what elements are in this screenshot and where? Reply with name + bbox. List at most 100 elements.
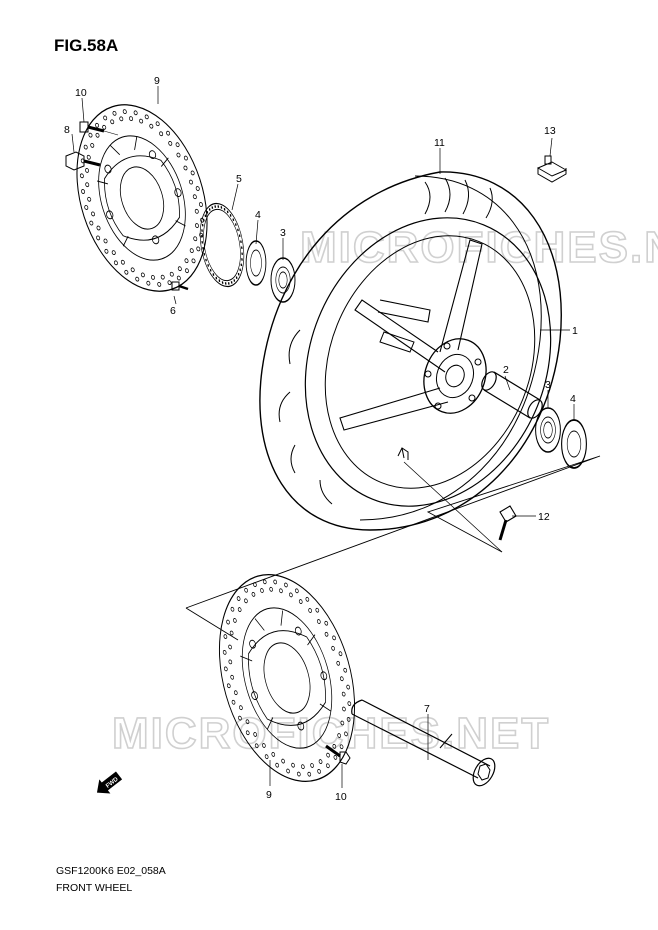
ring-tooth: [215, 276, 218, 280]
drilled-hole: [226, 619, 230, 625]
drilled-hole: [122, 109, 127, 115]
callout-4-left: 4: [255, 209, 261, 221]
drilled-hole: [96, 225, 101, 231]
drilled-hole: [245, 719, 250, 725]
callout-10-top: 10: [75, 87, 87, 99]
ring-tooth: [233, 279, 236, 282]
drilled-hole: [192, 194, 197, 200]
drilled-hole: [336, 660, 341, 666]
drilled-hole: [340, 720, 345, 726]
drilled-hole: [95, 132, 100, 138]
drilled-hole: [315, 607, 320, 613]
drilled-hole: [95, 122, 100, 128]
callout-10-bottom: 10: [335, 791, 347, 803]
callout-3-left: 3: [280, 227, 286, 239]
drilled-hole: [133, 110, 138, 116]
drilled-hole: [316, 619, 321, 624]
ring-tooth: [237, 228, 239, 232]
drilled-hole: [275, 762, 279, 768]
drilled-hole: [195, 186, 200, 191]
ring-tooth: [240, 246, 243, 249]
drilled-hole: [113, 260, 118, 266]
drilled-hole: [310, 763, 314, 768]
bearing-right: [535, 407, 561, 453]
wheel-spacer: [481, 371, 543, 419]
drilled-hole: [317, 768, 321, 774]
assembly-guide-lines: [185, 455, 601, 641]
drilled-hole: [229, 630, 234, 636]
ring-tooth: [230, 281, 233, 284]
callout-7: 7: [424, 703, 430, 715]
drilled-hole: [281, 758, 285, 764]
ring-tooth: [224, 282, 227, 285]
abs-ring-screw: [171, 281, 189, 291]
drilled-hole: [289, 592, 293, 598]
drilled-hole: [326, 763, 330, 769]
drilled-hole: [86, 154, 91, 160]
drilled-hole: [347, 701, 352, 707]
watermark-top: MICROFICHES.NET: [300, 223, 658, 272]
drilled-hole: [91, 211, 96, 217]
drilled-hole: [326, 752, 330, 758]
drilled-hole: [84, 205, 89, 210]
abs-sensor-ring: [199, 202, 245, 288]
drilled-hole: [233, 618, 237, 623]
drilled-hole: [85, 168, 90, 173]
drilled-hole: [87, 196, 92, 202]
leader-lines: [71, 86, 575, 788]
drilled-hole: [103, 238, 108, 244]
drilled-hole: [190, 170, 195, 176]
drilled-hole: [295, 588, 299, 594]
drilled-hole: [168, 140, 173, 146]
callout-12: 12: [538, 511, 550, 523]
drilled-hole: [146, 280, 151, 286]
drilled-hole: [318, 759, 323, 764]
ring-tooth: [204, 214, 207, 218]
drilled-hole: [177, 266, 182, 272]
drilled-hole: [222, 649, 227, 655]
drilled-hole: [110, 119, 115, 125]
drilled-hole: [176, 152, 181, 158]
drilled-hole: [223, 666, 228, 672]
ring-tooth: [217, 205, 220, 208]
drilled-hole: [112, 110, 117, 116]
drilled-hole: [273, 579, 278, 585]
drilled-hole: [308, 608, 312, 613]
ring-tooth: [201, 223, 204, 227]
front-axle: [351, 699, 496, 787]
disc-screw: [65, 151, 101, 171]
drilled-hole: [271, 752, 276, 757]
callout-4-right: 4: [570, 393, 576, 405]
drilled-hole: [339, 744, 344, 750]
figure-name: FRONT WHEEL: [56, 882, 133, 894]
drilled-hole: [89, 220, 94, 226]
drilled-hole: [264, 754, 269, 760]
drilled-hole: [331, 645, 335, 651]
drilled-hole: [157, 281, 162, 287]
drilled-hole: [296, 771, 301, 777]
drilled-hole: [301, 764, 305, 770]
ring-tooth: [240, 263, 243, 267]
ring-tooth: [238, 234, 241, 237]
drilled-hole: [339, 676, 344, 682]
callout-labels: 9 10 8 5 4 3 6 11 13 1 2 3 4 12 7 9 10: [64, 75, 578, 803]
ring-tooth: [229, 214, 232, 217]
drilled-hole: [79, 173, 84, 179]
ring-tooth: [234, 223, 237, 226]
figure-title: FIG.58A: [54, 36, 119, 55]
oil-seal-right: [561, 419, 587, 469]
ring-tooth: [237, 272, 240, 276]
ring-tooth: [235, 276, 238, 279]
ring-tooth: [203, 253, 206, 256]
ring-tooth: [241, 258, 243, 261]
drilled-hole: [231, 699, 236, 705]
drilled-hole: [279, 588, 283, 594]
drilled-hole: [254, 743, 259, 749]
drilled-hole: [188, 179, 193, 185]
brake-disc-lower: [218, 573, 356, 783]
drilled-hole: [236, 596, 241, 601]
drilled-hole: [228, 644, 232, 650]
drilled-hole: [228, 659, 233, 665]
drilled-hole: [244, 598, 248, 604]
